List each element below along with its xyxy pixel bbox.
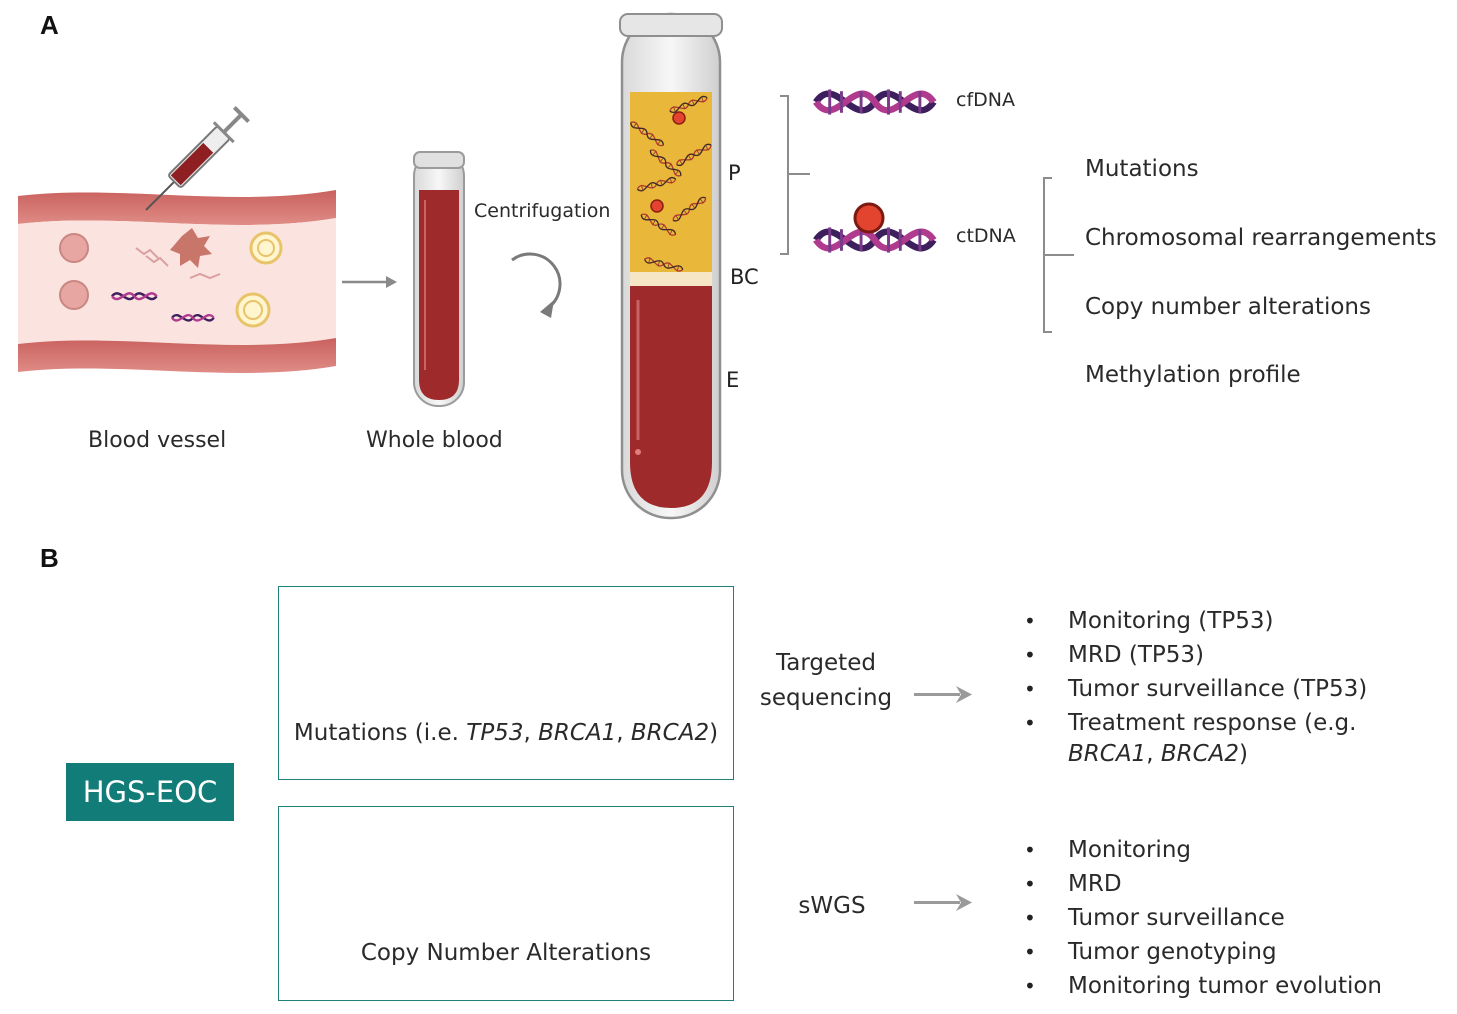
arrow-targeted-sequencing <box>914 686 972 703</box>
cont-separator: , <box>1146 741 1161 767</box>
application-item: MRD <box>1024 867 1382 901</box>
application-item: Tumor genotyping <box>1024 935 1382 969</box>
ctdna-label: ctDNA <box>956 225 1016 247</box>
centrifugation-arrow-icon <box>511 252 562 318</box>
gene-brca2: BRCA2 <box>630 720 710 746</box>
application-item: Treatment response (e.g. <box>1024 706 1367 740</box>
buffy-coat-layer-label: BC <box>730 265 759 289</box>
plasma-layer-label: P <box>728 161 741 185</box>
cont-gene-brca2: BRCA2 <box>1160 741 1239 767</box>
bracket-ctdna-alterations <box>1043 177 1074 333</box>
panel-a-letter: A <box>40 10 59 40</box>
bracket-plasma-analytes <box>780 95 810 255</box>
gene-brca1: BRCA1 <box>538 720 617 746</box>
method-1-line-1: Targeted <box>776 650 876 676</box>
alteration-methylation: Methylation profile <box>1085 362 1301 388</box>
application-item: Monitoring <box>1024 833 1382 867</box>
application-item-continuation: BRCA1, BRCA2) <box>1068 741 1248 767</box>
swgs-label: sWGS <box>798 893 866 919</box>
arrow-vessel-to-tube <box>342 276 397 288</box>
cna-box-caption: Copy Number Alterations <box>360 940 652 966</box>
applications-list-1: Monitoring (TP53) MRD (TP53) Tumor surve… <box>1024 604 1367 740</box>
cfdna-label: cfDNA <box>956 89 1015 111</box>
applications-list-2: Monitoring MRD Tumor surveillance Tumor … <box>1024 833 1382 1003</box>
centrifugation-label: Centrifugation <box>474 200 611 222</box>
mutation-box <box>278 586 734 780</box>
application-item: Monitoring tumor evolution <box>1024 969 1382 1003</box>
ctdna-mutation-dot <box>853 202 885 234</box>
centrifuged-tube <box>619 12 723 520</box>
blood-vessel-illustration <box>18 190 336 373</box>
application-item: Tumor surveillance (TP53) <box>1024 672 1367 706</box>
mutation-box-caption: Mutations (i.e. TP53, BRCA1, BRCA2) <box>278 720 734 746</box>
erythrocyte-layer-label: E <box>726 368 740 392</box>
cont-close: ) <box>1239 741 1248 767</box>
syringe-icon <box>145 106 250 211</box>
panel-b-letter: B <box>40 543 59 573</box>
cfdna-helix-icon <box>816 89 934 114</box>
gene-separator-2: , <box>616 720 631 746</box>
alteration-copy-number: Copy number alterations <box>1085 294 1371 320</box>
gene-tp53: TP53 <box>466 720 524 746</box>
method-1-line-2: sequencing <box>759 685 893 711</box>
targeted-sequencing-label: Targeted sequencing <box>746 646 906 716</box>
alteration-chromosomal-rearrangements: Chromosomal rearrangements <box>1085 225 1437 251</box>
application-item: MRD (TP53) <box>1024 638 1367 672</box>
alteration-mutations: Mutations <box>1085 156 1199 182</box>
whole-blood-tube <box>413 151 465 407</box>
whole-blood-label: Whole blood <box>366 428 503 453</box>
arrow-swgs <box>914 894 972 911</box>
application-item: Monitoring (TP53) <box>1024 604 1367 638</box>
cna-box <box>278 806 734 1001</box>
gene-separator-1: , <box>523 720 539 746</box>
application-item: Tumor surveillance <box>1024 901 1382 935</box>
hgs-eoc-label: HGS-EOC <box>66 763 234 821</box>
cont-gene-brca1: BRCA1 <box>1068 741 1147 767</box>
blood-vessel-label: Blood vessel <box>88 428 227 453</box>
mutation-caption-suffix: ) <box>709 720 719 746</box>
mutation-caption-prefix: Mutations (i.e. <box>293 720 467 746</box>
